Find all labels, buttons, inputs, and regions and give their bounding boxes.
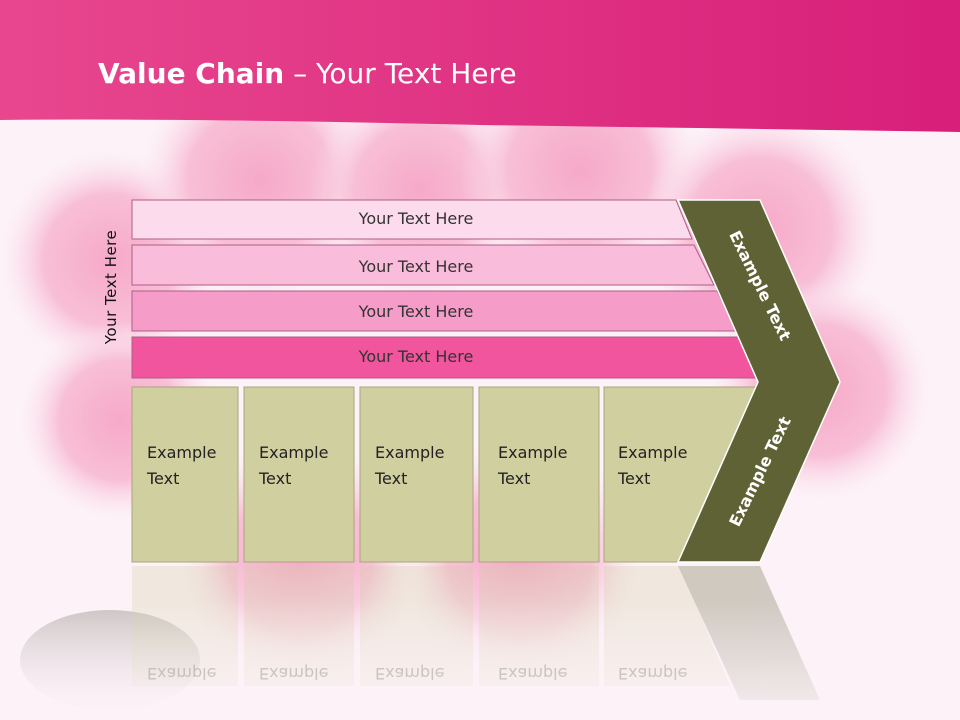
reflect-activity-label: Example [498, 664, 568, 683]
activity-line1: Example [498, 443, 568, 462]
activity-label-4: Example Text [498, 440, 593, 492]
band-label-3: Your Text Here [358, 302, 474, 321]
reflect-activity-label: Example [259, 664, 329, 683]
reflect-activity-label: Example [147, 664, 217, 683]
band-1 [131, 199, 693, 240]
activity-line1: Example [259, 443, 329, 462]
band-2 [131, 244, 715, 286]
activity-line2: Text [259, 469, 292, 488]
activity-box-4 [478, 386, 600, 563]
activity-line2: Text [147, 469, 180, 488]
reflect-activity-label: Example [618, 664, 688, 683]
activity-line2: Text [618, 469, 651, 488]
slide-title: Value Chain – Your Text Here [98, 56, 517, 92]
title-rest: – Your Text Here [284, 57, 517, 90]
band-label-2: Your Text Here [358, 257, 474, 276]
activity-label-2: Example Text [259, 440, 354, 492]
header-band [0, 0, 960, 132]
band-label-1: Your Text Here [358, 209, 474, 228]
activity-box-3 [359, 386, 474, 563]
activity-label-3: Example Text [375, 440, 470, 492]
activity-box-2 [243, 386, 355, 563]
title-bold: Value Chain [98, 57, 285, 90]
activity-line1: Example [618, 443, 688, 462]
band-label-4: Your Text Here [358, 347, 474, 366]
reflect-activity-label: Example [375, 664, 445, 683]
activity-label-5: Example Text [618, 440, 713, 492]
activity-box-1 [131, 386, 239, 563]
activity-line1: Example [375, 443, 445, 462]
activity-line2: Text [375, 469, 408, 488]
activity-line1: Example [147, 443, 217, 462]
activity-line2: Text [498, 469, 531, 488]
activity-label-1: Example Text [147, 440, 242, 492]
margin-chevron [676, 199, 841, 563]
